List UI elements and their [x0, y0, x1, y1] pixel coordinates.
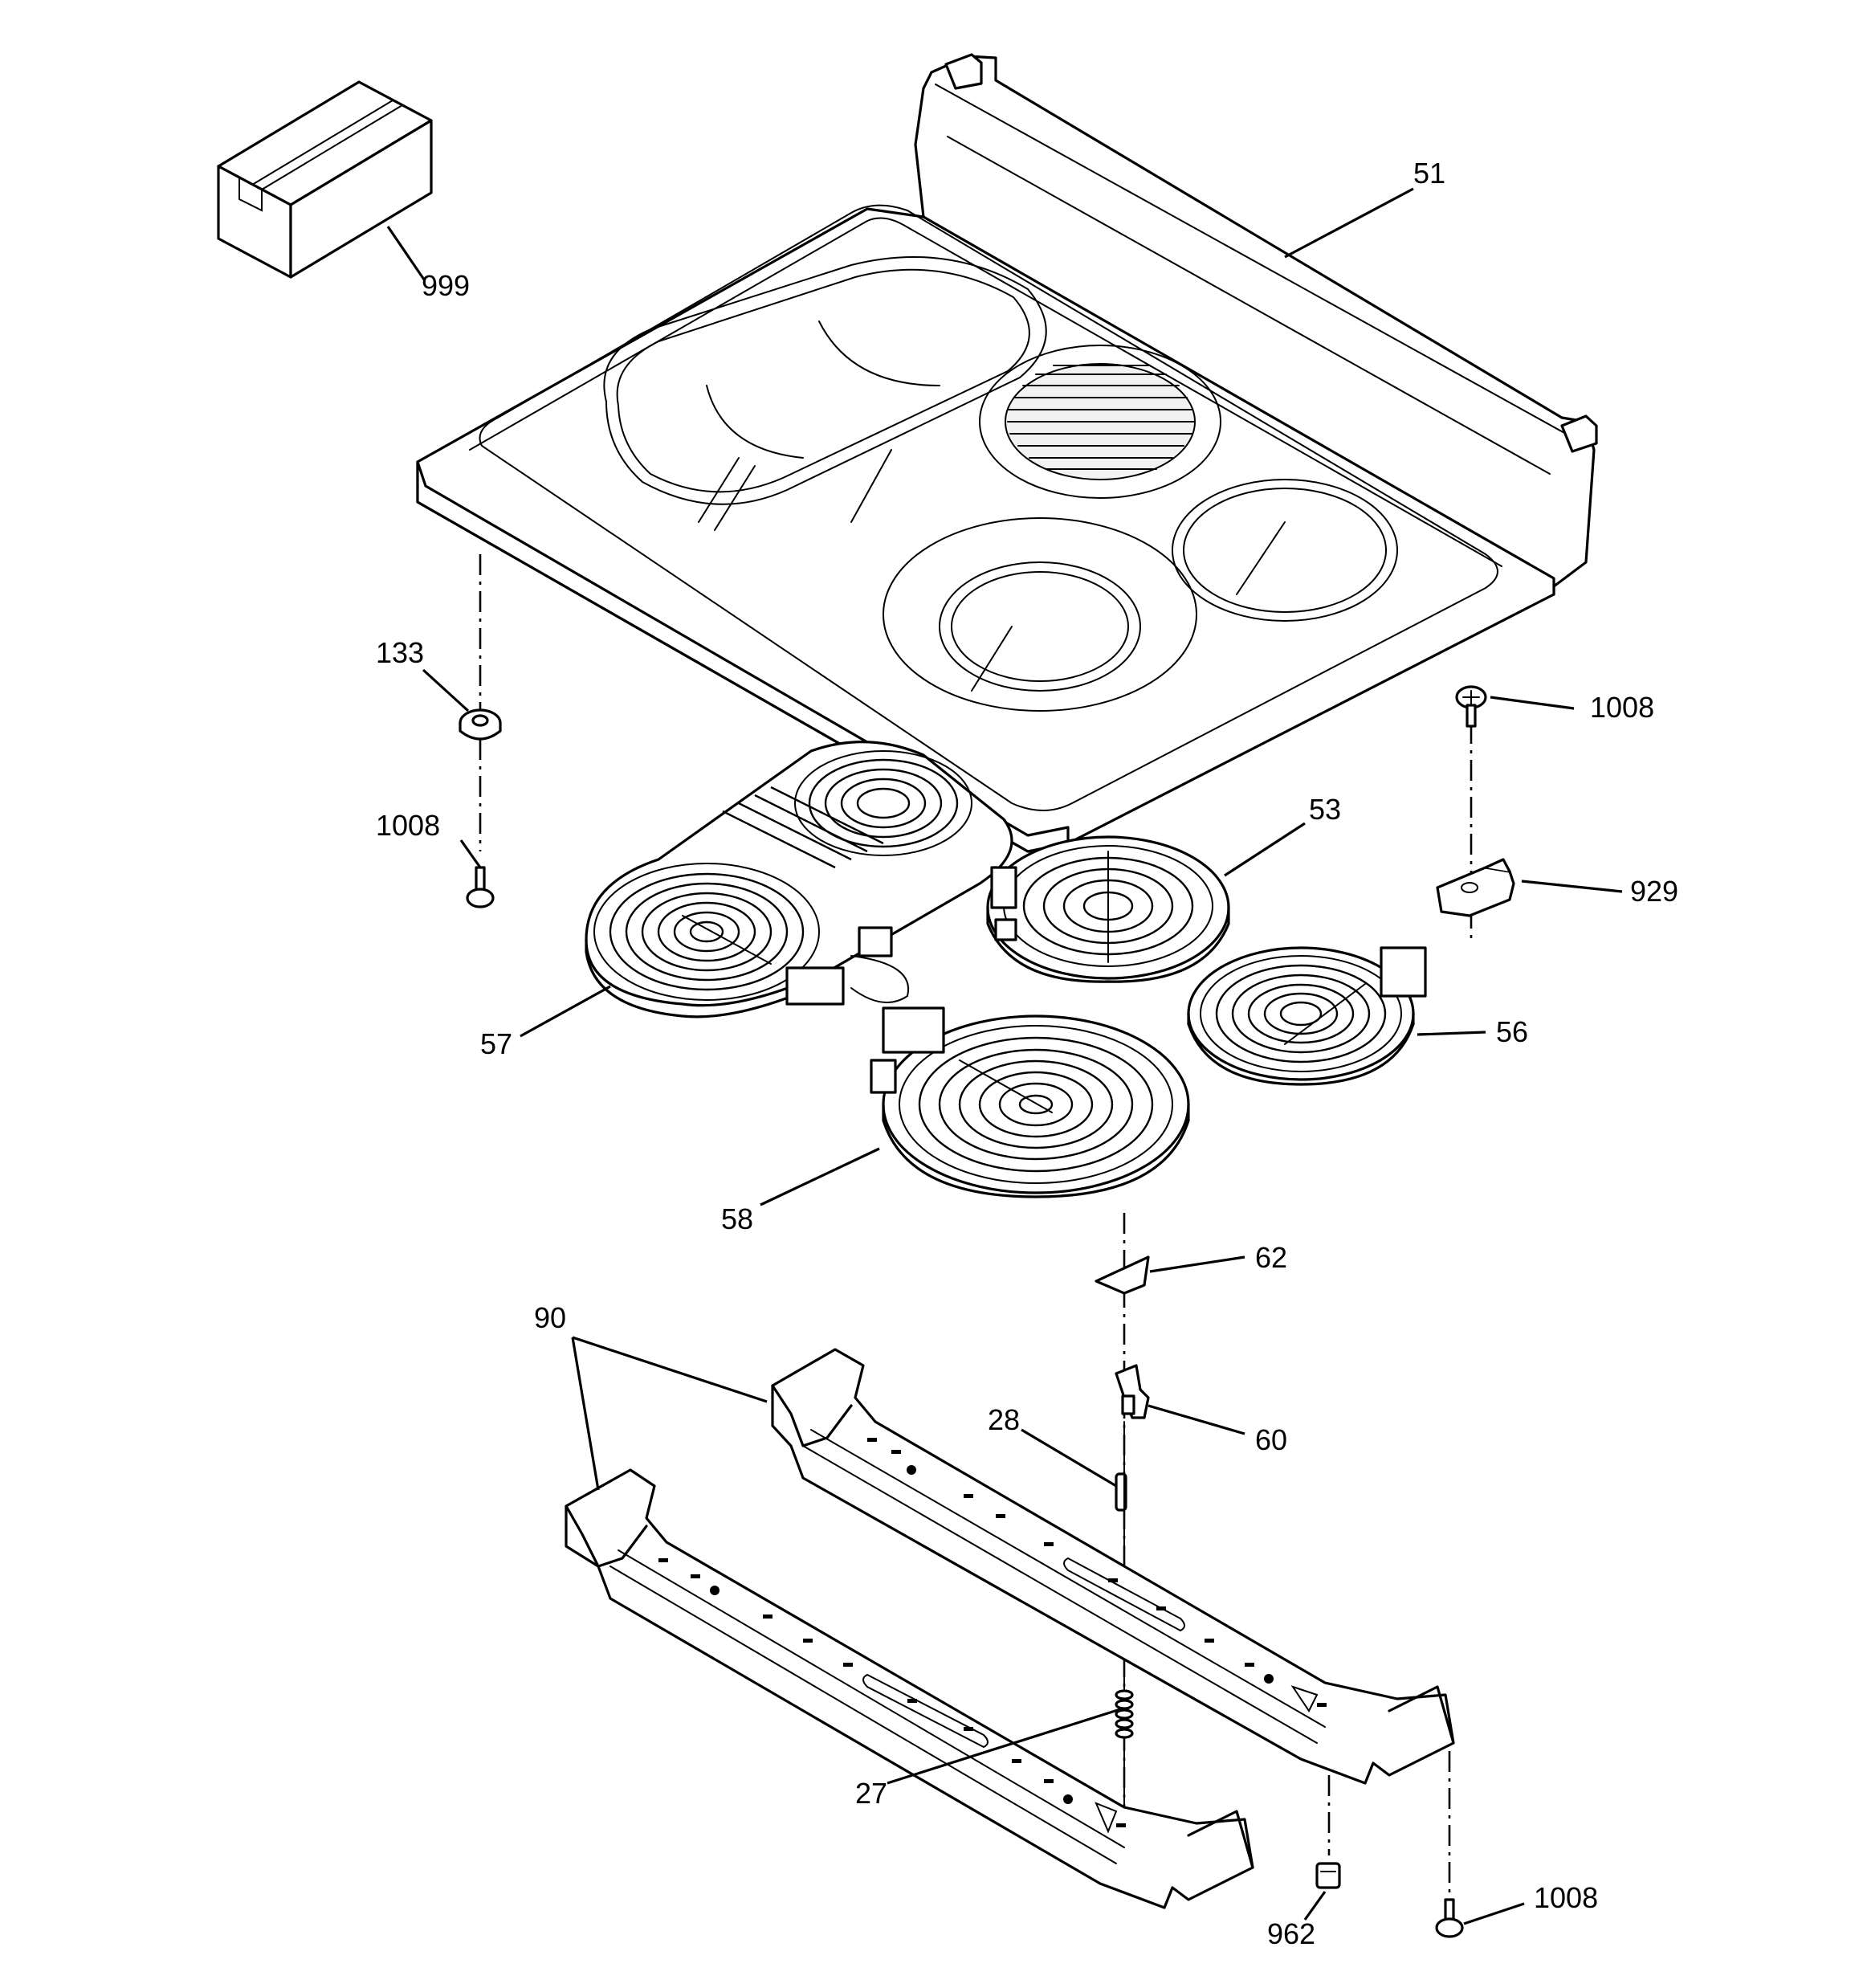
surface-unit-icon [585, 741, 1013, 1018]
bracket-icon [1095, 1255, 1150, 1295]
callout-56: 56 [1496, 1015, 1528, 1048]
clip-icon [1436, 858, 1515, 917]
callout-962: 962 [1267, 1917, 1315, 1950]
surface-unit-icon [986, 835, 1230, 983]
package-icon [217, 80, 433, 279]
callout-27: 27 [855, 1777, 887, 1810]
callout-60: 60 [1255, 1423, 1287, 1456]
callout-53: 53 [1309, 793, 1341, 826]
callout-57: 57 [480, 1027, 512, 1060]
callout-62: 62 [1255, 1241, 1287, 1274]
callout-90: 90 [534, 1301, 566, 1334]
surface-unit-icon [870, 1006, 1190, 1198]
callout-58: 58 [721, 1202, 753, 1235]
surface-unit-icon [1187, 946, 1427, 1086]
clip-icon [1315, 1862, 1341, 1889]
callout-133: 133 [376, 636, 424, 669]
callout-51: 51 [1413, 157, 1445, 190]
nut-icon [459, 708, 502, 741]
callout-1008-left: 1008 [376, 809, 440, 842]
screw-icon [466, 866, 495, 908]
callout-1008-bottom-right: 1008 [1534, 1881, 1598, 1914]
bracket-icon [771, 1348, 1455, 1785]
callout-1008-upper-right: 1008 [1590, 691, 1654, 724]
cooktop-glass-icon [416, 53, 1598, 853]
bracket-icon [1115, 1364, 1150, 1419]
callout-999: 999 [422, 269, 470, 302]
bracket-icon [565, 1468, 1254, 1909]
callout-28: 28 [988, 1403, 1020, 1436]
screw-icon [1455, 685, 1487, 728]
screw-icon [1435, 1898, 1464, 1938]
radiant-grid [1007, 365, 1195, 470]
callout-929: 929 [1630, 875, 1678, 908]
leader-lines [386, 187, 1623, 1925]
